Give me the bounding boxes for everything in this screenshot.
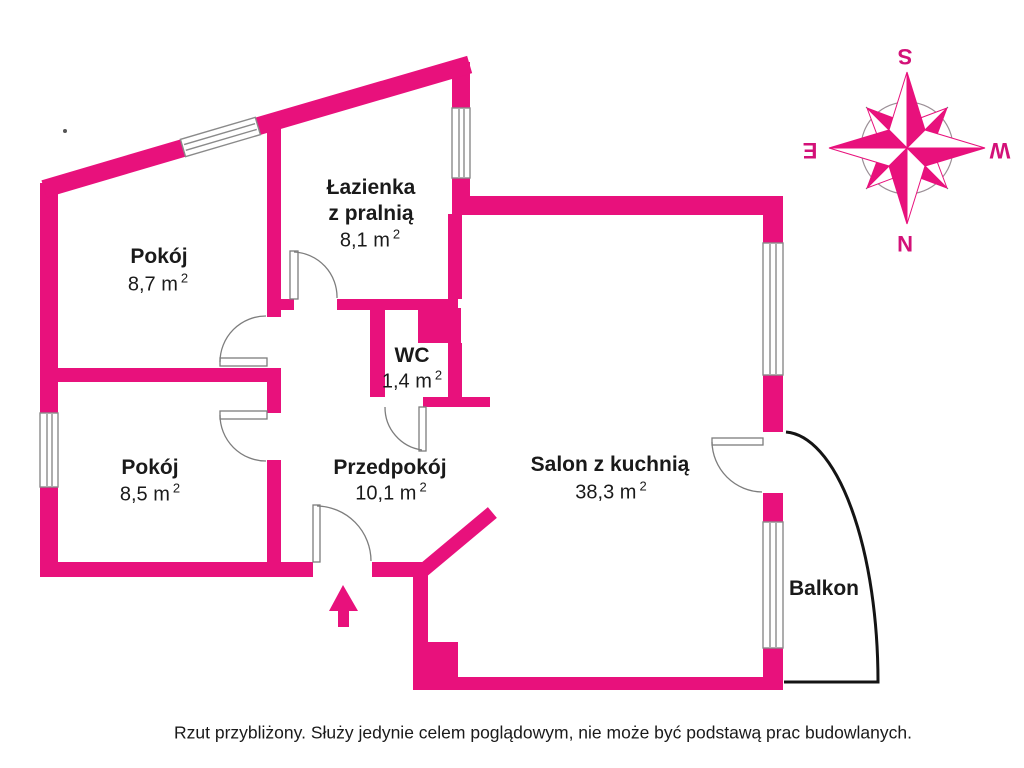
room-area-sup: 2 (392, 226, 401, 242)
entrance-arrow-icon (329, 585, 358, 627)
room-area-sup: 2 (180, 270, 189, 286)
room-area-sup: 2 (434, 367, 443, 383)
sloped-walls (41, 55, 473, 198)
room-label-lazienka-line2: z pralnią (328, 201, 414, 225)
wall-left-lower (40, 487, 58, 577)
door-pokoj2 (219, 410, 268, 462)
wall-wc-right (448, 343, 462, 397)
wall-bath-bottom-left (267, 299, 294, 310)
walls (40, 62, 783, 690)
compass-label-north: N (897, 231, 913, 256)
wall-hall-lower (267, 460, 281, 577)
room-area-value: 8,1 m (339, 229, 390, 252)
compass-rose-icon: S W N E (803, 44, 1011, 256)
wall-salon-bottom (413, 677, 783, 690)
room-label-pokoj1: Pokój (130, 244, 188, 268)
window-lazienka (451, 107, 471, 179)
wall-salon-top (452, 196, 783, 215)
wall-wc-bottom-ledge (423, 397, 490, 407)
door-entrance (312, 504, 372, 563)
wall-hall-mid (267, 382, 281, 413)
wall-salon-right-1 (763, 215, 783, 243)
disclaimer-text: Rzut przybliżony. Służy jedynie celem po… (174, 722, 912, 743)
balcony-outline (784, 430, 880, 684)
window-pokoj1-diagonal (179, 116, 262, 158)
room-label-przedpokoj: Przedpokój (333, 455, 447, 479)
compass-label-west: W (989, 138, 1010, 163)
wall-bath-salon-divider (448, 214, 462, 299)
window-balcony (762, 521, 784, 649)
room-area-value: 10,1 m (355, 482, 417, 505)
room-label-pokoj2: Pokój (121, 455, 179, 479)
wall-salon-right-3 (763, 493, 783, 522)
wall-rooms-divider (58, 368, 281, 382)
wall-salon-right-2 (763, 375, 783, 432)
window-salon (762, 242, 784, 376)
dot-artifact (63, 129, 67, 133)
wall-entry-column (413, 562, 428, 642)
wall-entry-diagonal (416, 507, 497, 578)
room-area-value: 38,3 m (575, 481, 637, 504)
wall-bath-bottom-right (337, 299, 458, 310)
room-area-value: 1,4 m (381, 370, 432, 393)
door-wc (384, 406, 427, 452)
room-label-lazienka-line1: Łazienka (326, 175, 416, 199)
room-area-sup: 2 (639, 478, 647, 494)
compass-label-east: E (803, 138, 818, 163)
room-area-value: 8,7 m (127, 273, 178, 296)
room-label-wc: WC (394, 343, 430, 367)
windows (39, 107, 784, 649)
room-label-salon: Salon z kuchnią (530, 452, 690, 476)
door-pokoj1 (219, 315, 268, 367)
wall-right-ext-mid (452, 178, 470, 215)
wall-left-upper (40, 183, 58, 413)
wall-shaft (418, 308, 461, 343)
room-area-sup: 2 (172, 480, 181, 496)
wall-diagonal-left (41, 137, 193, 198)
wall-wc-left (370, 310, 385, 397)
room-label-balkon: Balkon (788, 576, 860, 600)
room-area-sup: 2 (419, 479, 427, 495)
window-pokoj2 (39, 412, 59, 488)
wall-diagonal-right (240, 55, 473, 140)
door-lazienka (289, 250, 338, 300)
door-balcony (711, 437, 764, 493)
room-area-value: 8,5 m (119, 483, 170, 506)
wall-hall-upper (267, 125, 281, 317)
doors (219, 250, 764, 563)
compass-label-south: S (898, 44, 913, 69)
wall-bottom-left (40, 562, 313, 577)
wall-entry-step (413, 642, 458, 677)
